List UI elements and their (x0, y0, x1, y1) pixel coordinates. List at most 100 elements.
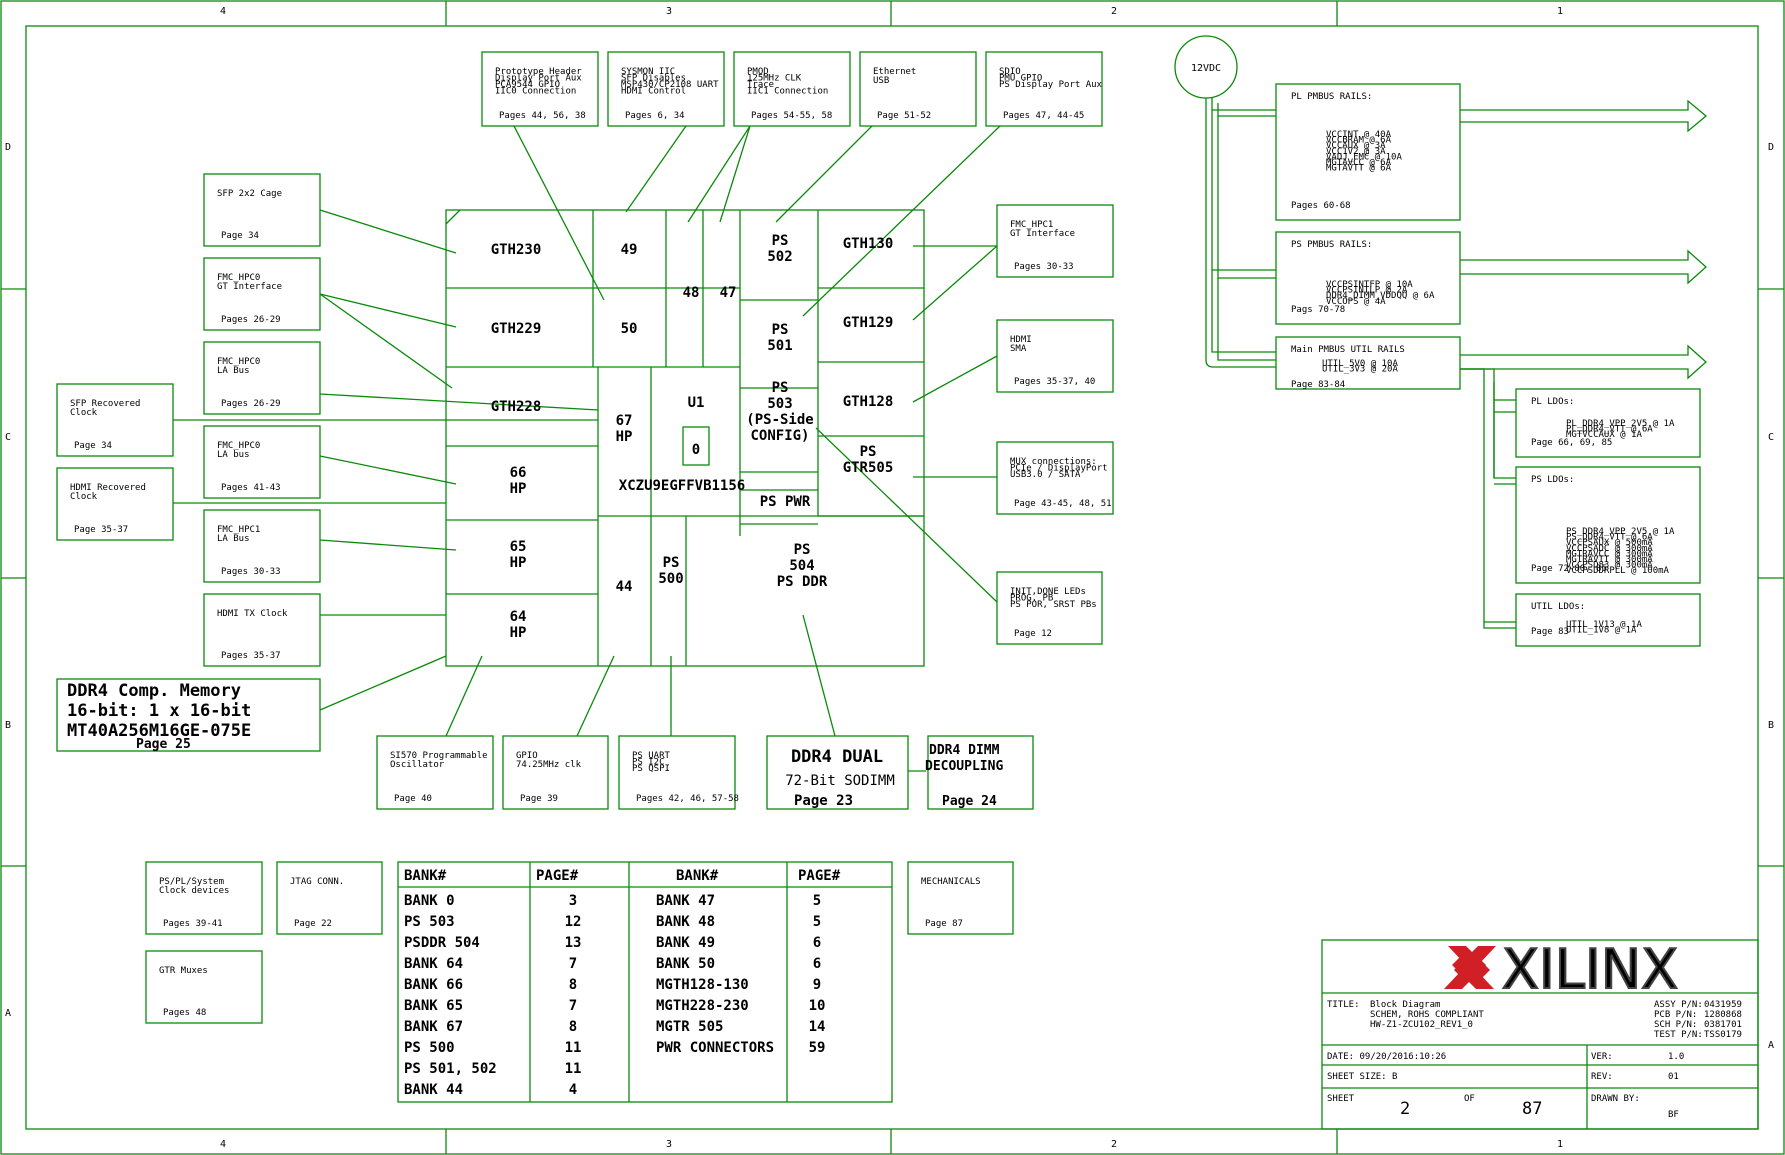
util-rails-item-1: UTIL_5V0 @ 10A (1322, 359, 1398, 369)
ethernet-box (859, 51, 977, 127)
fpga-chip-grid (445, 209, 924, 666)
sfp-rec-line-1: SFP Recovered (70, 399, 140, 409)
bank-row-left-page: 11 (565, 1040, 582, 1056)
bank-row-left-name: PSDDR 504 (404, 935, 480, 951)
pl-rails-item-7: MGTAVTT @ 6A (1326, 164, 1392, 174)
title-line-3: HW-Z1-ZCU102_REV1_0 (1370, 1020, 1473, 1030)
mux-box (996, 441, 1114, 515)
fmc-hpc0-la2-page: Pages 41-43 (221, 483, 281, 493)
hdmi-rec-page: Page 35-37 (74, 525, 128, 535)
chip-part: XCZU9EGFFVB1156 (619, 478, 745, 494)
bank-row-left-name: BANK 65 (404, 998, 463, 1014)
chip-ps500-line-2: 500 (658, 571, 683, 587)
sheet-number: 2 (1400, 1099, 1410, 1119)
ps-rails-box: PS PMBUS RAILS:VCCPSINTFP @ 10AVCCPSINTL… (1275, 231, 1461, 325)
psuart-box (618, 735, 736, 810)
chip-ps501-line-1: PS (772, 322, 789, 338)
chip-b48: 48 (683, 285, 700, 301)
ps-ldo-title: PS LDOs: (1531, 475, 1574, 485)
pmod-line-1: PMOD (747, 67, 769, 77)
bank-row-right-name: BANK 50 (656, 956, 715, 972)
ps-ldo-item-4: VCCPSADC @ 300mA (1566, 544, 1653, 554)
gpio-line-1: GPIO (516, 751, 538, 761)
pn-label-4: TEST P/N: (1654, 1030, 1703, 1040)
chip-b66-line-2: HP (510, 481, 527, 497)
pn-value-1: 0431959 (1704, 1000, 1742, 1010)
clockdev-box (145, 861, 263, 935)
bank-row-left-name: PS 501, 502 (404, 1061, 497, 1077)
util-rails-item-2: UTIL_3V3 @ 20A (1322, 365, 1398, 375)
pl-rails-item-4: VCC1V2 @ 3A (1326, 147, 1386, 157)
bank-row-right-page: 9 (813, 977, 821, 993)
ethernet-page: Page 51-52 (877, 111, 931, 121)
sdio-line-3: PS Display Port Aux (999, 80, 1103, 90)
zone-left-c: C (5, 432, 11, 443)
proto-header-line-3: PCA9544 GPIO (495, 80, 560, 90)
chip-b66-line-1: 66 (510, 465, 527, 481)
ver-value: 1.0 (1668, 1052, 1684, 1062)
fmc-hpc0-gt-page: Pages 26-29 (221, 315, 281, 325)
drawn-by-label: DRAWN BY: (1591, 1094, 1640, 1104)
chip-ps500-line-1: PS (663, 555, 680, 571)
pmod-box (733, 51, 851, 127)
bank-row-left-name: BANK 67 (404, 1019, 463, 1035)
fmc-hpc1-la-line-1: FMC_HPC1 (217, 525, 260, 535)
jtag-page: Page 22 (294, 919, 332, 929)
zone-right-d: D (1768, 142, 1774, 153)
pn-label-1: ASSY P/N: (1654, 1000, 1703, 1010)
proto-header-box (481, 51, 599, 127)
zone-left-a: A (5, 1008, 11, 1019)
sheet-size: SHEET SIZE: B (1327, 1072, 1397, 1082)
ps-ldo-item-2: PS_DDR4_VTT @ 6A (1566, 533, 1653, 543)
util-ldo-item-2: UTIL_1V8 @ 1A (1566, 626, 1637, 636)
util-ldo-frame (1515, 593, 1701, 647)
bank-row-right-name: BANK 47 (656, 893, 715, 909)
bank-row-left-name: PS 503 (404, 914, 455, 930)
mux-line-1: MUX connections: (1010, 457, 1097, 467)
chip-gth230: GTH230 (491, 242, 542, 258)
fmc-hpc1-gt-line-2: GT Interface (1010, 229, 1075, 239)
bank-row-left-name: BANK 44 (404, 1082, 463, 1098)
pl-ldo-item-1: PL_DDR4_VPP_2V5 @ 1A (1566, 419, 1675, 429)
leds-line-3: PS POR, SRST PBs (1010, 600, 1097, 610)
leds-page: Page 12 (1014, 629, 1052, 639)
pl-ldo-item-2: PL_DDR4_VTT @ 6A (1566, 425, 1653, 435)
ps-rails-item-4: VCCOPS @ 4A (1326, 297, 1386, 307)
chip-b47: 47 (720, 285, 737, 301)
12vdc-label: 12VDC (1191, 63, 1221, 74)
decoupling-page: Page 24 (942, 794, 997, 809)
pl-ldo-item-3: MGTVCCAUX @ 1A (1566, 430, 1642, 440)
chip-b49: 49 (621, 242, 638, 258)
pl-rails-frame (1275, 83, 1461, 221)
bank-row-right-name: MGTR 505 (656, 1019, 723, 1035)
chip-gtr505-line-1: PS (860, 444, 877, 460)
fmc-hpc0-la2-line-2: LA bus (217, 450, 250, 460)
sdio-line-1: SDIO (999, 67, 1021, 77)
mech-page: Page 87 (925, 919, 963, 929)
pl-rails-page: Pages 60-68 (1291, 201, 1351, 211)
ps-ldo-item-1: PS_DDR4_VPP_2V5 @ 1A (1566, 527, 1675, 537)
bank-row-left-page: 8 (569, 977, 577, 993)
ddr4-comp-line-1: DDR4 Comp. Memory (67, 681, 241, 701)
xilinx-wordmark: XILINX (1502, 938, 1678, 1001)
si570-line-2: Oscillator (390, 760, 445, 770)
ps-rails-item-1: VCCPSINTFP @ 10A (1326, 280, 1413, 290)
proto-header-line-2: Display Port Aux (495, 74, 582, 84)
hdmi-sma-page: Pages 35-37, 40 (1014, 377, 1095, 387)
clockdev-line-2: Clock devices (159, 886, 229, 896)
zone-bottom-4: 4 (220, 1139, 226, 1150)
bank-row-right-page: 10 (809, 998, 826, 1014)
psuart-line-1: PS UART (632, 751, 671, 761)
mech-line-1: MECHANICALS (921, 877, 981, 887)
chip-ps504-line-1: PS (794, 542, 811, 558)
fmc-hpc1-gt-line-1: FMC_HPC1 (1010, 220, 1053, 230)
fmc-hpc1-la-line-2: LA Bus (217, 534, 250, 544)
